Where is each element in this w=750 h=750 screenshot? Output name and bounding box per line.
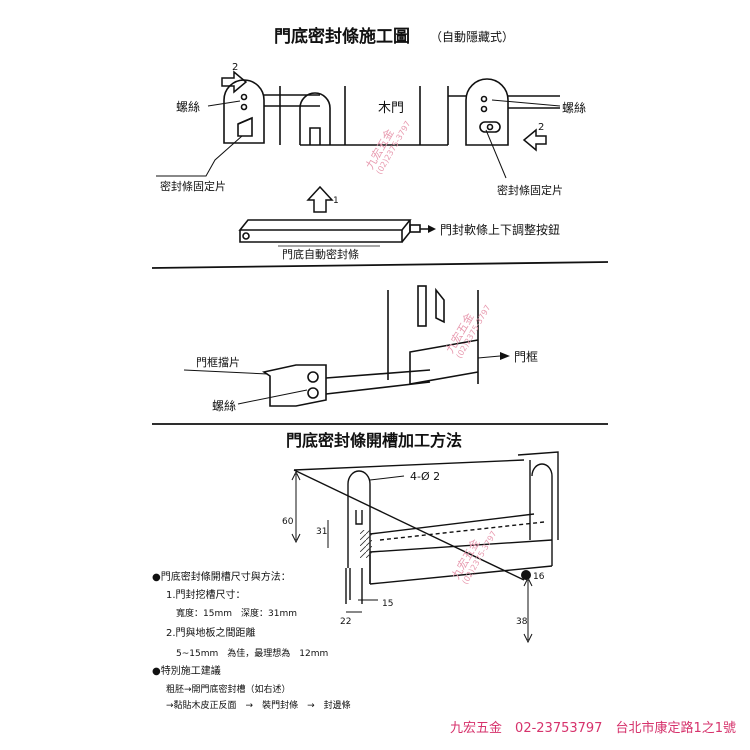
section1-subtitle: （自動隱藏式） — [430, 30, 514, 44]
step-right-number: 2 — [538, 122, 544, 133]
section2-screw-label: 螺絲 — [212, 398, 236, 413]
push-right-arrow-icon — [221, 70, 248, 94]
push-up-arrow-icon — [306, 185, 334, 213]
note-1: 1.門封挖槽尺寸： — [166, 588, 246, 601]
wood-door-label: 木門 — [378, 101, 404, 116]
divider-1 — [151, 261, 609, 269]
dim-16: 16 — [533, 572, 545, 582]
suggestion-1: 粗胚→開門底密封槽（如右述） — [166, 683, 291, 695]
frame-arrow-icon — [500, 352, 510, 360]
hole-marker — [521, 570, 531, 580]
right-plate-label: 密封條固定片 — [497, 183, 563, 197]
dim-22: 22 — [340, 617, 351, 627]
step-left-number: 2 — [232, 62, 238, 73]
note-heading-2: ●特別施工建議 — [152, 664, 221, 677]
step-up-number: 1 — [333, 196, 339, 206]
seal-label: 門底自動密封條 — [282, 247, 359, 261]
dim-15: 15 — [382, 599, 393, 609]
frame-plate-detail — [387, 285, 479, 385]
knob-label: 門封軟條上下調整按鈕 — [440, 222, 560, 237]
note-1-value: 寬度：15mm 深度：31mm — [176, 607, 297, 619]
frame-plate — [261, 364, 431, 407]
section1-title: 門底密封條施工圖 — [274, 26, 410, 47]
left-bracket — [223, 79, 265, 144]
suggestion-2: →黏貼木皮正反面 → 裝門封條 → 封邊條 — [166, 699, 351, 711]
note-2-value: 5~15mm 為佳，最理想為 12mm — [176, 647, 328, 659]
dim-31: 31 — [316, 527, 327, 537]
frame-label: 門框 — [514, 350, 538, 364]
dimension-lines — [291, 470, 533, 644]
right-bracket — [465, 78, 509, 146]
dim-60: 60 — [282, 517, 294, 527]
auto-seal-strip — [238, 219, 421, 243]
dim-38: 38 — [516, 617, 528, 627]
right-screw-label: 螺絲 — [562, 100, 586, 115]
footer-contact: 九宏五金 02-23753797 台北市康定路1之1號 — [450, 721, 736, 736]
left-plate-label: 密封條固定片 — [160, 179, 226, 193]
notes-block: ●門底密封條開槽尺寸與方法： 1.門封挖槽尺寸： 寬度：15mm 深度：31mm… — [152, 570, 351, 711]
left-screw-label: 螺絲 — [176, 99, 200, 114]
hole-label: 4-Ø 2 — [410, 470, 440, 483]
push-left-arrow-icon — [522, 128, 547, 152]
frame-plate-label: 門框擋片 — [196, 355, 240, 369]
door-slot-3d — [293, 451, 559, 604]
watermark-3: 九宏五金 (02)2375-3797 — [448, 530, 498, 586]
watermark-2: 九宏五金 (02)2375-3797 — [442, 304, 492, 360]
note-heading-1: ●門底密封條開槽尺寸與方法： — [152, 570, 291, 583]
knob-arrow-icon — [428, 225, 436, 233]
section3-title: 門底密封條開槽加工方法 — [286, 431, 462, 450]
note-2: 2.門與地板之間距離 — [166, 626, 256, 639]
